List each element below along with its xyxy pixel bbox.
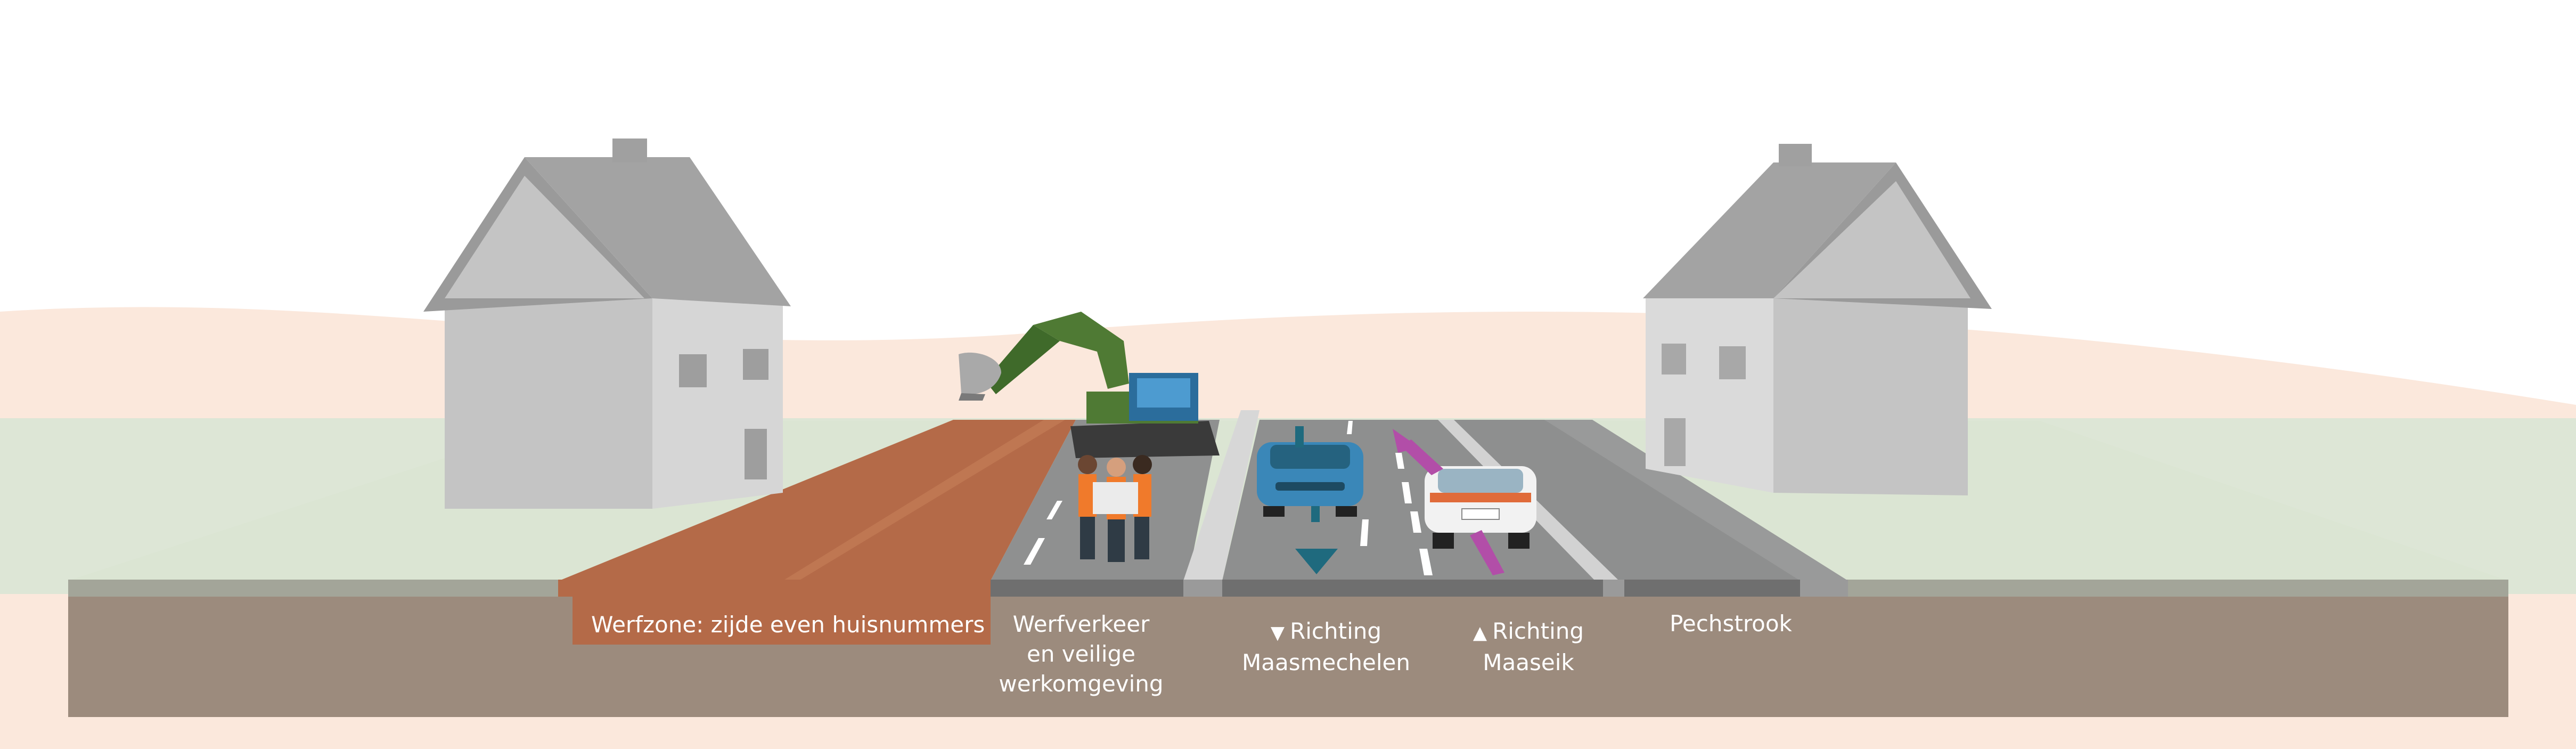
arrow-maaseik (1393, 429, 1504, 575)
separator-kerb (1183, 410, 1260, 581)
hard-shoulder (1544, 420, 1848, 581)
label-maasmechelen: Maasmechelen (1241, 649, 1411, 675)
arrow-maasmechelen (1295, 426, 1338, 574)
label-richting-maaseik: ▲Richting Maaseik (1433, 616, 1624, 678)
work-lane-section (991, 580, 1183, 597)
left-house (423, 139, 791, 509)
shoulder-divider-section (1603, 580, 1624, 597)
label-maaseik: Maaseik (1483, 649, 1574, 675)
kerb-section (1183, 580, 1222, 597)
triangle-down-icon: ▼ (1270, 622, 1285, 644)
excavator (959, 312, 1220, 458)
grass-edge (68, 580, 558, 597)
worksite-stripe (783, 420, 1065, 581)
road-section (1222, 580, 1800, 597)
label-werfzone: Werfzone: zijde even huisnummers (591, 612, 985, 638)
workers (1078, 455, 1152, 562)
worksite-label-bg (573, 597, 991, 645)
label-werfverkeer-line1: Werfverkeer (1012, 611, 1150, 637)
label-richting-1: Richting (1290, 618, 1382, 644)
right-house (1643, 144, 1992, 495)
triangle-up-icon: ▲ (1473, 622, 1487, 644)
label-pechstrook: Pechstrook (1670, 610, 1792, 637)
soil-block (68, 582, 2508, 717)
label-richting-maasmechelen: ▼Richting Maasmechelen (1225, 616, 1427, 678)
worksite-zone (559, 420, 1076, 581)
worksite-section (558, 580, 991, 597)
grass-edge-right (1848, 580, 2508, 597)
label-richting-2: Richting (1492, 618, 1584, 644)
label-werfverkeer-line2: en veilige (1026, 641, 1135, 667)
label-werfverkeer-line3: werkomgeving (999, 671, 1164, 697)
shoulder-section (1800, 580, 1848, 597)
blue-car (1257, 442, 1363, 517)
white-car (1425, 466, 1536, 549)
label-werfverkeer: Werfverkeer en veilige werkomgeving (975, 609, 1188, 699)
